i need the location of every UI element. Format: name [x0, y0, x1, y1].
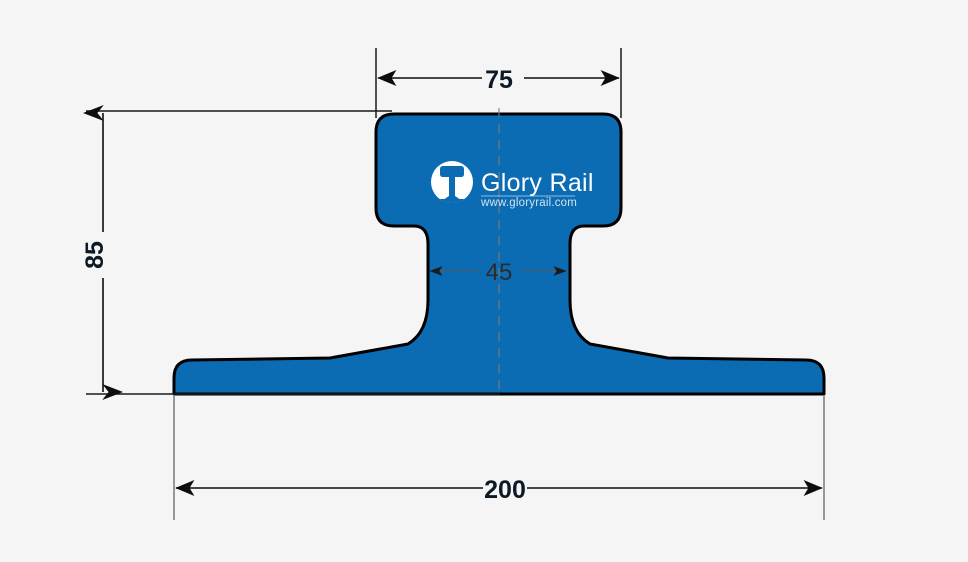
overall-height-dimension-label: 85: [81, 241, 109, 269]
base-width-dimension-label: 200: [484, 476, 526, 504]
head-width-dimension-label: 75: [485, 66, 513, 94]
web-width-dimension-group: 45: [429, 259, 567, 286]
web-width-dimension-label: 45: [486, 259, 513, 286]
logo-rail-glyph: [431, 166, 473, 203]
watermark-logo: Glory Rail www.gloryrail.com: [431, 161, 594, 209]
base-width-dimension-group: 200: [173, 396, 825, 520]
head-width-dimension-group: 75: [375, 48, 622, 118]
rail-profile-logo-icon: [431, 161, 473, 203]
overall-height-dimension-group: 85: [81, 105, 500, 400]
logo-url-text: www.gloryrail.com: [480, 197, 577, 209]
logo-brand-text: Glory Rail: [481, 169, 594, 197]
